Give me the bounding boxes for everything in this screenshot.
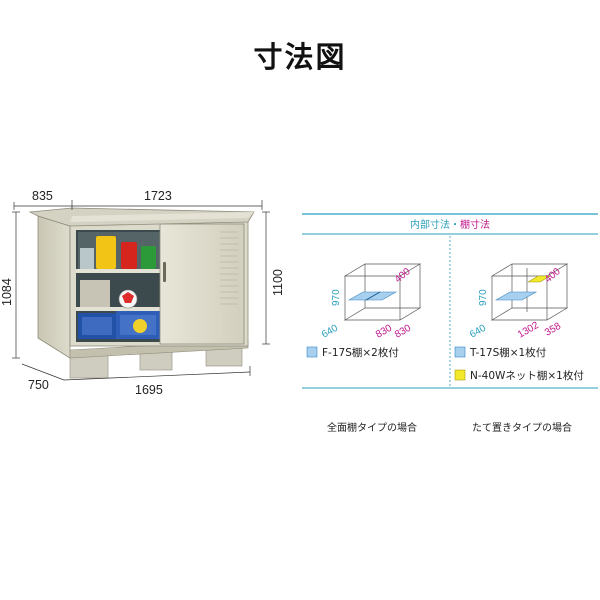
shelf-diagram-full: 970 640 400 830 830 — [320, 263, 422, 341]
dim-left-width-1: 830 — [374, 323, 394, 341]
dim-left-shelf-400: 400 — [393, 266, 413, 285]
door-vents — [220, 231, 238, 305]
legend-t17s: T-17S棚×1枚付 — [469, 346, 546, 359]
dim-bottom-width: 1695 — [135, 383, 163, 397]
dim-left-depth-640: 640 — [320, 323, 340, 341]
legend-swatch-t17s — [454, 346, 466, 358]
legend-f17s: F-17S棚×2枚付 — [322, 346, 399, 359]
net-shelf-n40w — [526, 275, 552, 283]
shed-door — [159, 223, 245, 345]
dim-left-height: 1084 — [0, 278, 14, 306]
shed-shelf-upper — [76, 269, 162, 273]
shed-shelf-lower — [76, 307, 162, 311]
shelf-diagram-vertical: 970 640 400 1302 358 — [468, 263, 569, 341]
yellow-box — [96, 236, 116, 269]
dim-top-width: 1723 — [144, 189, 172, 203]
panel-title-separator: ・ — [450, 220, 460, 231]
caption-full-shelf: 全面棚タイプの場合 — [327, 421, 417, 434]
legend-swatch-f17s — [306, 346, 318, 358]
green-bucket — [141, 246, 156, 269]
dim-right-shelf-400: 400 — [543, 266, 563, 285]
shed-dimension-lines — [12, 200, 270, 381]
legend-n40w: N-40Wネット棚×1枚付 — [470, 369, 584, 382]
page-title: 寸法図 — [253, 40, 347, 74]
dim-right-width-1302: 1302 — [516, 320, 541, 341]
dim-right-height-970: 970 — [478, 289, 489, 306]
dim-bottom-depth: 750 — [28, 378, 49, 392]
dim-right-depth-640: 640 — [468, 323, 488, 341]
legend-swatch-n40w — [454, 369, 466, 381]
door-handle — [163, 262, 166, 282]
interior-panel: 内部寸法・棚寸法 970 640 400 — [302, 213, 598, 389]
dim-right-width-358: 358 — [543, 321, 563, 339]
red-container — [121, 242, 137, 269]
dim-left-width-2: 830 — [393, 323, 413, 341]
caption-vertical: たて置きタイプの場合 — [472, 421, 572, 434]
svg-text:内部寸法・棚寸法: 内部寸法・棚寸法 — [410, 218, 490, 231]
panel-title-shelf: 棚寸法 — [460, 218, 490, 231]
shed-side-panel — [37, 215, 71, 359]
shed-illustration — [28, 207, 255, 379]
dim-right-height: 1100 — [271, 269, 285, 296]
dim-top-depth: 835 — [32, 189, 53, 203]
shelf-board-t17s — [494, 291, 538, 301]
panel-title-interior: 内部寸法 — [410, 218, 450, 231]
dim-left-height-970: 970 — [331, 289, 342, 306]
